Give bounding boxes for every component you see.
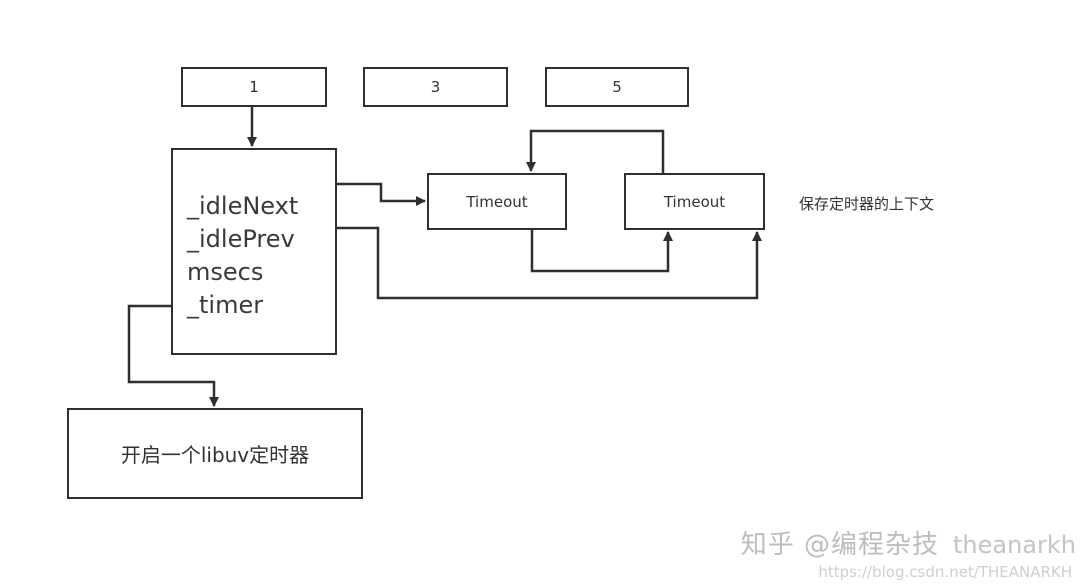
arrow-timer-to-libuv <box>127 304 219 407</box>
libuv-timer-box: 开启一个libuv定时器 <box>67 408 363 499</box>
top-box-5-label: 5 <box>612 78 622 96</box>
field-idle-prev: _idlePrev <box>187 225 295 253</box>
top-box-3: 3 <box>363 67 508 107</box>
libuv-timer-label: 开启一个libuv定时器 <box>120 443 310 467</box>
arrow-timeout1-to-timeout2 <box>530 229 673 273</box>
arrow-idlenext-to-timeout1 <box>336 182 426 206</box>
timeout-box-2: Timeout <box>624 173 765 230</box>
timeout-box-1: Timeout <box>427 173 567 230</box>
watermark-overlay: theanarkh <box>953 531 1076 559</box>
top-box-1-label: 1 <box>249 78 259 96</box>
field-idle-next: _idleNext <box>187 192 299 220</box>
timeout-box-2-label: Timeout <box>663 192 726 211</box>
timeout-box-1-label: Timeout <box>466 192 528 211</box>
context-note: 保存定时器的上下文 <box>799 195 935 213</box>
field-msecs: msecs <box>187 258 264 286</box>
watermark-zhihu: 知乎 @编程杂技 <box>740 530 939 560</box>
arrow-timeout2-to-timeout1 <box>526 129 665 173</box>
field-timer: _timer <box>187 291 264 319</box>
arrow-idleprev-to-timeout2 <box>336 226 762 300</box>
watermark-url: https://blog.csdn.net/THEANARKH <box>818 563 1072 581</box>
top-box-3-label: 3 <box>430 78 441 96</box>
timer-struct-box: _idleNext _idlePrev msecs _timer <box>171 148 337 355</box>
top-box-1: 1 <box>181 67 327 107</box>
watermark-row: 知乎 @编程杂技 theanarkh <box>640 524 1076 560</box>
top-box-5: 5 <box>545 67 689 107</box>
